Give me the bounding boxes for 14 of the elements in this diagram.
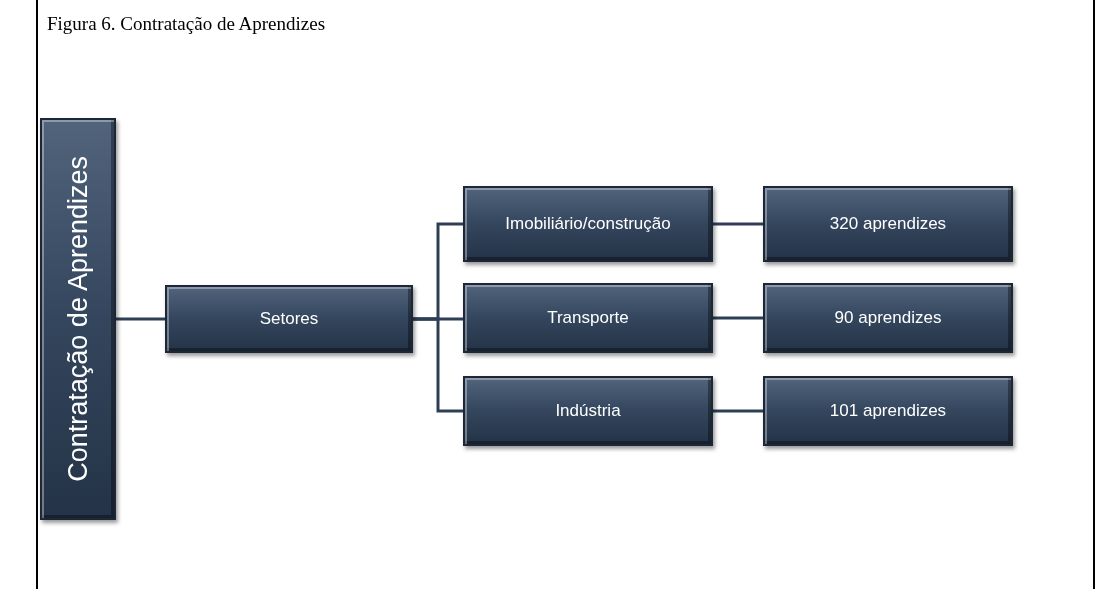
process-box: 101 aprendizes (763, 376, 1013, 446)
figure-title: Figura 6. Contratação de Aprendizes (47, 12, 326, 36)
process-box: Transporte (463, 283, 713, 353)
process-box: Indústria (463, 376, 713, 446)
connector-line (413, 317, 463, 413)
title-bar: Contratação de Aprendizes (40, 118, 116, 520)
process-box: 90 aprendizes (763, 283, 1013, 353)
process-box: Setores (165, 285, 413, 353)
connector-line (713, 222, 763, 226)
connector-line (713, 316, 763, 320)
connector-line (713, 409, 763, 413)
process-box: Imobiliário/construção (463, 186, 713, 262)
process-box: 320 aprendizes (763, 186, 1013, 262)
connector-line (116, 317, 165, 321)
